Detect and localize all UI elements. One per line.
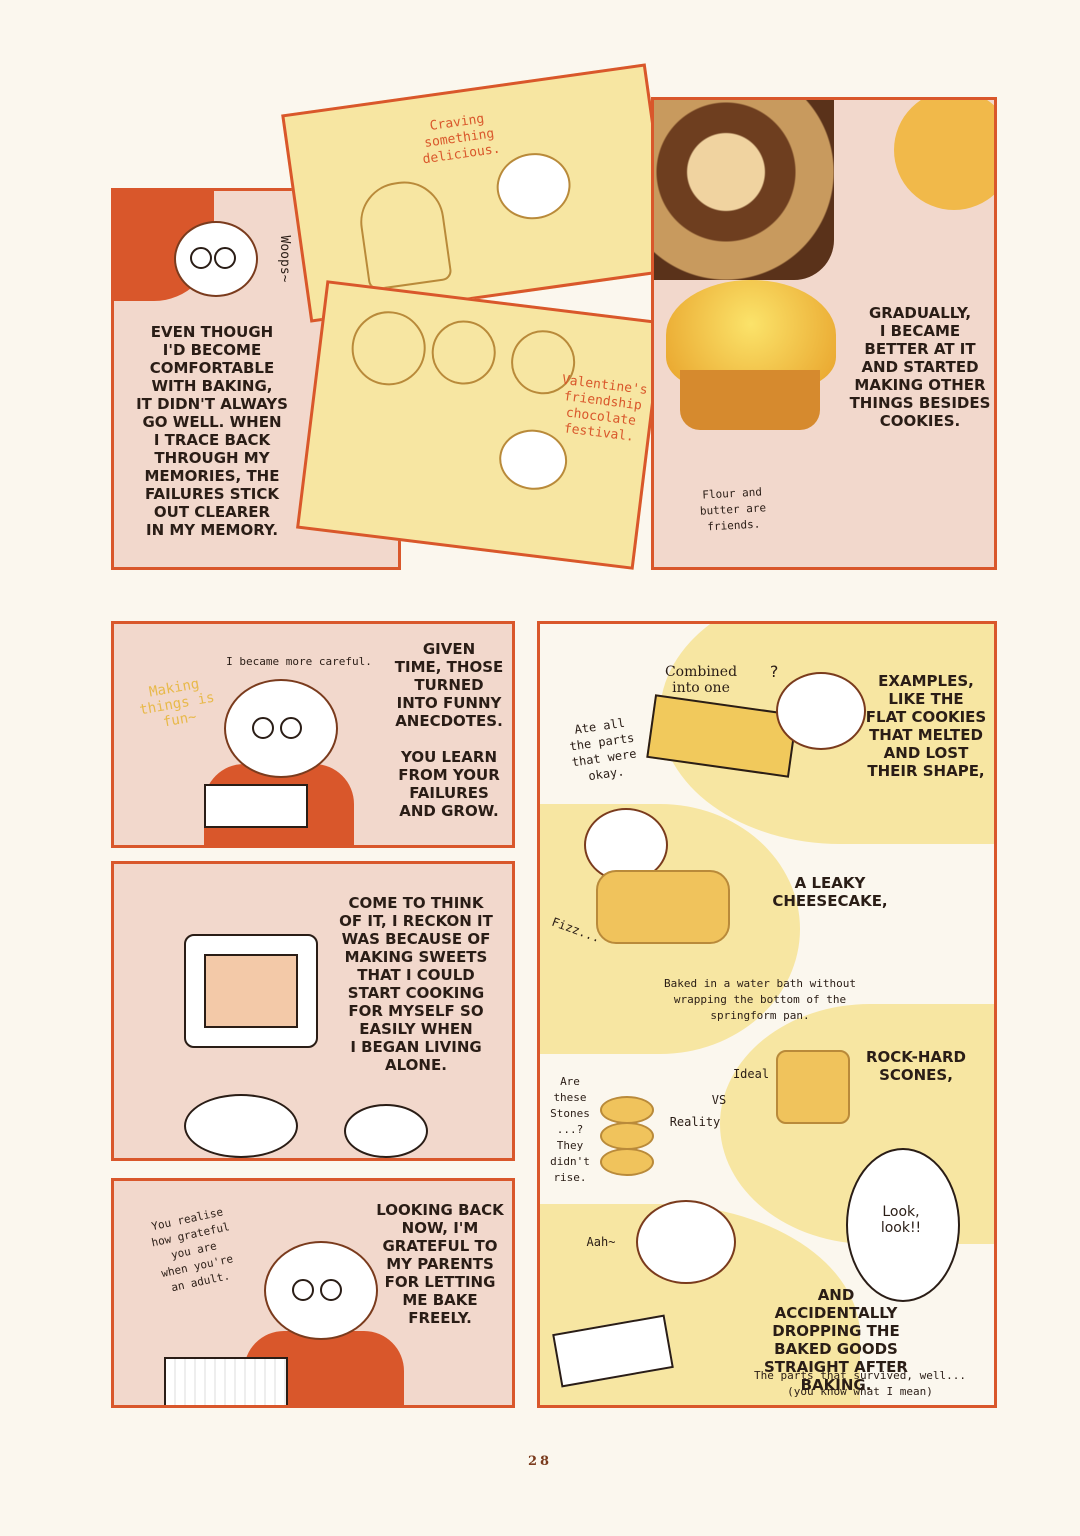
muffin-cup: [680, 370, 820, 430]
glasses-icon: [320, 1279, 342, 1301]
ideal-label: Ideal: [732, 1067, 770, 1081]
caption-dropping: AND ACCIDENTALLY DROPPING THE BAKED GOOD…: [764, 1286, 908, 1394]
glasses-icon: [214, 247, 236, 269]
aah-sfx: Aah~: [586, 1235, 616, 1249]
reality-label: Reality: [669, 1115, 721, 1129]
vs-label: VS: [711, 1093, 727, 1107]
glasses-icon: [292, 1279, 314, 1301]
fun-note: Making things is fun~: [138, 675, 216, 731]
flour-note: Flour and butter are friends.: [699, 485, 767, 534]
combined-note: Combined into one: [664, 664, 738, 696]
caption-given-time: GIVEN TIME, THOSE TURNED INTO FUNNY ANEC…: [394, 640, 504, 730]
bear-head: [584, 808, 668, 882]
panel-failures: Combined into one ? EXAMPLES, LIKE THE F…: [537, 621, 997, 1408]
bear-head: [636, 1200, 736, 1284]
frying-pan: [184, 1094, 298, 1158]
panel-valentine: Valentine's friendship chocolate festiva…: [296, 280, 664, 570]
bear-head: [264, 1241, 378, 1340]
caption-come-to-think: COME TO THINK OF IT, I RECKON IT WAS BEC…: [339, 894, 493, 1074]
bear-head: [174, 221, 258, 297]
panel-cooking: COME TO THINK OF IT, I RECKON IT WAS BEC…: [111, 861, 515, 1161]
reality-scone: [600, 1148, 654, 1176]
shopping-basket: [164, 1357, 288, 1405]
panel-careful: I became more careful. Making things is …: [111, 621, 515, 848]
caption-woops: EVEN THOUGH I'D BECOME COMFORTABLE WITH …: [136, 323, 288, 539]
stones-note: Are these Stones ...? They didn't rise.: [550, 1075, 590, 1184]
marble-muffin: [654, 100, 834, 280]
kids-figure: [347, 307, 430, 390]
bear-head: [224, 679, 338, 778]
survived-note: The parts that survived, well... (you kn…: [754, 1369, 966, 1398]
baking-tray: [204, 784, 308, 828]
craving-note: Craving something delicious.: [421, 111, 502, 168]
kids-figure: [428, 316, 500, 389]
grateful-note: You realise how grateful you are when yo…: [150, 1205, 235, 1295]
water-bath-note: Baked in a water bath without wrapping t…: [663, 977, 857, 1022]
caption-looking-back: LOOKING BACK NOW, I'M GRATEFUL TO MY PAR…: [376, 1201, 504, 1327]
question-mark: ?: [769, 662, 779, 681]
glasses-icon: [280, 717, 302, 739]
reality-scone: [600, 1096, 654, 1124]
page-number: 28: [527, 1454, 553, 1469]
bubble-text: Look, look!!: [880, 1204, 922, 1236]
cheesecake: [596, 870, 730, 944]
panel-grateful: You realise how grateful you are when yo…: [111, 1178, 515, 1408]
bear-head: [776, 672, 866, 750]
ate-note: Ate all the parts that were okay.: [568, 715, 638, 784]
reality-scone: [600, 1122, 654, 1150]
careful-note: I became more careful.: [226, 655, 372, 668]
bowl: [344, 1104, 428, 1158]
girl-figure: [355, 176, 453, 292]
muffin-right: [894, 100, 994, 210]
caption-scones: ROCK-HARD SCONES,: [865, 1048, 967, 1084]
ideal-scone: [776, 1050, 850, 1124]
caption-examples: EXAMPLES, LIKE THE FLAT COOKIES THAT MEL…: [865, 672, 987, 780]
woops-sfx: Woops~: [277, 235, 292, 283]
microwave-window: [204, 954, 298, 1028]
caption-leaky: A LEAKY CHEESECAKE,: [772, 874, 888, 910]
valentine-note: Valentine's friendship chocolate festiva…: [561, 372, 649, 445]
glasses-icon: [252, 717, 274, 739]
caption-gradually: GRADUALLY, I BECAME BETTER AT IT AND STA…: [849, 304, 991, 430]
bear-head: [492, 148, 575, 225]
panel-muffins: GRADUALLY, I BECAME BETTER AT IT AND STA…: [651, 97, 997, 570]
caption-you-learn: YOU LEARN FROM YOUR FAILURES AND GROW.: [398, 748, 500, 820]
speech-bubble: [846, 1148, 960, 1302]
glasses-icon: [190, 247, 212, 269]
